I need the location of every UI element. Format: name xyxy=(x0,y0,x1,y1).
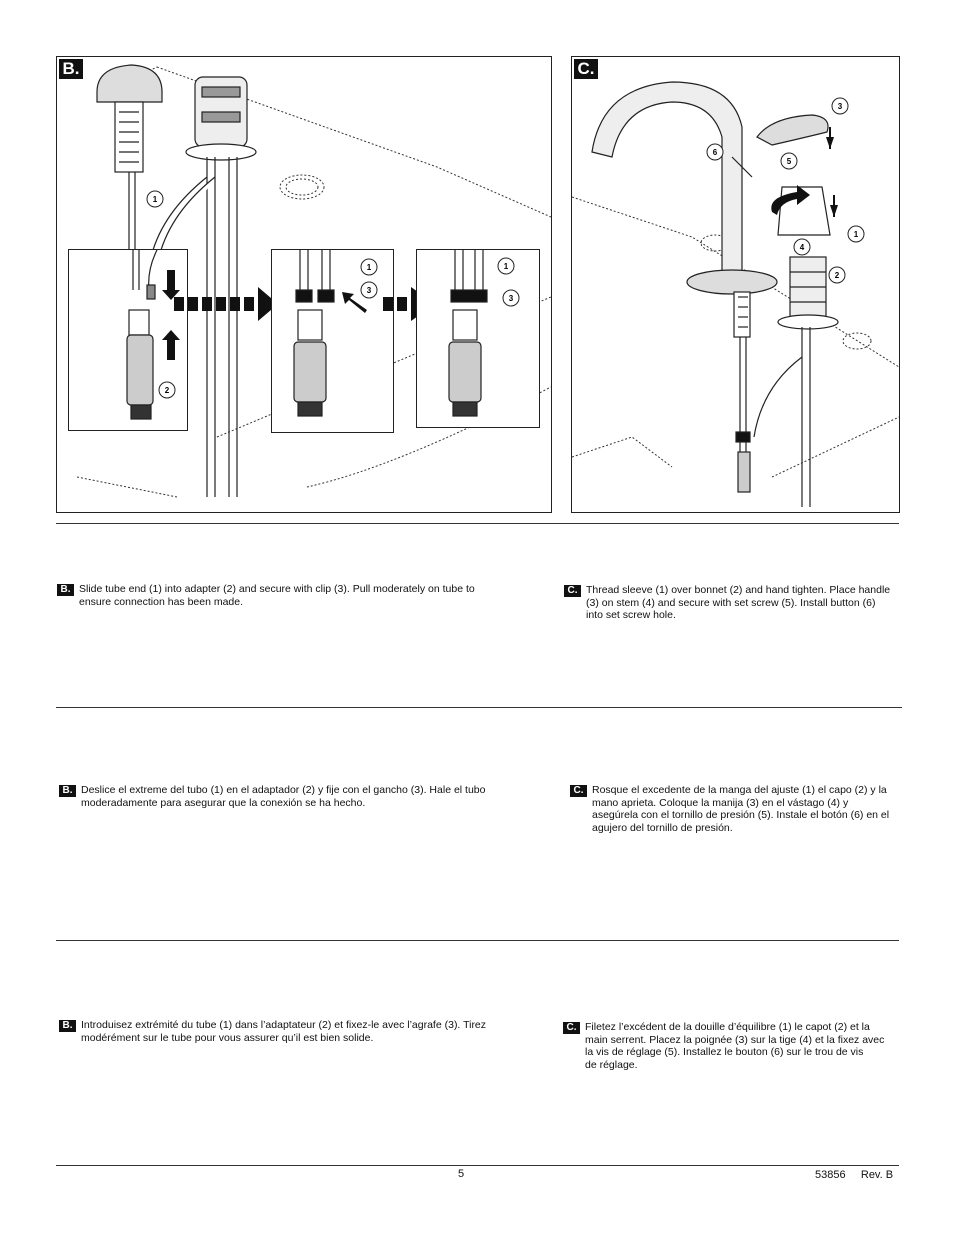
step-badge: B. xyxy=(57,584,74,596)
callout-group-c: 3 6 5 1 4 2 xyxy=(706,97,865,284)
svg-text:1: 1 xyxy=(153,195,158,204)
callout-group-b: 1 xyxy=(146,190,164,208)
svg-text:1: 1 xyxy=(854,230,859,239)
process-arrow-1 xyxy=(174,287,278,321)
step-badge: C. xyxy=(564,585,581,597)
inset-b-middle: 1 3 xyxy=(271,249,394,433)
svg-text:2: 2 xyxy=(165,386,170,395)
step-text: Slide tube end (1) into adapter (2) and … xyxy=(79,583,475,608)
page-number: 5 xyxy=(458,1168,465,1180)
svg-text:5: 5 xyxy=(787,157,792,166)
installation-diagram-c: 3 6 5 1 4 2 xyxy=(572,81,899,507)
installation-diagram-b: 1 xyxy=(76,64,551,498)
step-b-french: B. Introduisez extrémité du tube (1) dan… xyxy=(59,1019,499,1044)
step-c-spanish: C. Rosque el excedente de la manga del a… xyxy=(570,784,902,834)
inset-b-left: 2 xyxy=(68,249,188,431)
step-text: Rosque el excedente de la manga del ajus… xyxy=(592,784,890,834)
svg-text:1: 1 xyxy=(367,263,372,272)
step-b-english: B. Slide tube end (1) into adapter (2) a… xyxy=(57,583,497,608)
step-text: Introduisez extrémité du tube (1) dans l… xyxy=(81,1019,487,1044)
step-badge: C. xyxy=(570,785,587,797)
step-badge: B. xyxy=(59,1020,76,1032)
svg-text:6: 6 xyxy=(713,148,718,157)
step-text: Deslice el extreme del tubo (1) en el ad… xyxy=(81,784,486,809)
svg-text:2: 2 xyxy=(835,271,840,280)
svg-text:1: 1 xyxy=(504,262,509,271)
figure-panel-b: 1 2 xyxy=(56,56,552,513)
panel-label-c: C. xyxy=(574,59,598,79)
document-id: 53856 Rev. B xyxy=(815,1169,894,1181)
step-c-english: C. Thread sleeve (1) over bonnet (2) and… xyxy=(564,584,904,622)
step-text: Thread sleeve (1) over bonnet (2) and ha… xyxy=(586,584,891,621)
divider-4 xyxy=(56,1165,899,1166)
divider-3 xyxy=(56,940,899,941)
svg-text:4: 4 xyxy=(800,243,805,252)
step-badge: C. xyxy=(563,1022,580,1034)
step-badge: B. xyxy=(59,785,76,797)
figure-panel-c: 3 6 5 1 4 2 C. xyxy=(571,56,900,513)
divider-1 xyxy=(56,523,899,524)
step-c-french: C. Filetez l’excédent de la douille d’éq… xyxy=(563,1021,903,1071)
step-b-spanish: B. Deslice el extreme del tubo (1) en el… xyxy=(59,784,499,809)
inset-b-right: 1 3 xyxy=(416,249,540,428)
step-text: Filetez l’excédent de la douille d’équil… xyxy=(585,1021,885,1071)
svg-text:3: 3 xyxy=(509,294,514,303)
divider-2 xyxy=(56,707,902,708)
panel-label-b: B. xyxy=(59,59,83,79)
svg-text:3: 3 xyxy=(367,286,372,295)
svg-text:3: 3 xyxy=(838,102,843,111)
